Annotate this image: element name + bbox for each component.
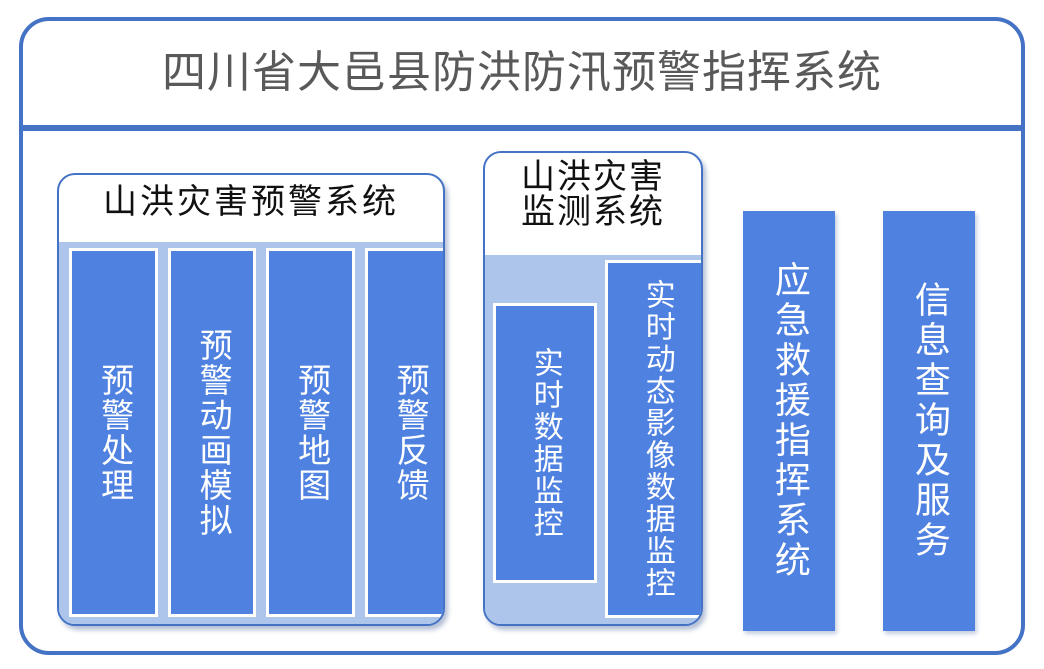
panel-warning-system-modules: 预警处理 预警动画模拟 预警地图 预警反馈 [59, 242, 443, 624]
title-divider [19, 125, 1025, 131]
module-warning-map[interactable]: 预警地图 [266, 248, 355, 617]
module-realtime-data-monitoring[interactable]: 实时数据监控 [493, 303, 597, 583]
title-bar: 四川省大邑县防洪防汛预警指挥系统 [23, 21, 1021, 125]
module-emergency-rescue-command-system[interactable]: 应急救援指挥系统 [743, 211, 835, 631]
module-warning-processing[interactable]: 预警处理 [69, 248, 158, 617]
panel-monitoring-system-title: 山洪灾害 监测系统 [521, 159, 665, 231]
module-information-query-and-service[interactable]: 信息查询及服务 [883, 211, 975, 631]
panel-monitoring-system[interactable]: 山洪灾害 监测系统 实时数据监控 实时动态影像数据监控 [483, 151, 703, 626]
module-realtime-dynamic-image-data-monitoring[interactable]: 实时动态影像数据监控 [605, 260, 701, 618]
page-title: 四川省大邑县防洪防汛预警指挥系统 [162, 47, 882, 98]
panel-warning-system-title: 山洪灾害预警系统 [103, 184, 399, 221]
module-warning-feedback[interactable]: 预警反馈 [364, 248, 443, 617]
panel-monitoring-system-modules: 实时数据监控 实时动态影像数据监控 [485, 255, 701, 624]
system-diagram-frame: 四川省大邑县防洪防汛预警指挥系统 山洪灾害预警系统 预警处理 预警动画模拟 预警… [19, 17, 1025, 655]
module-warning-animation-simulation[interactable]: 预警动画模拟 [167, 248, 256, 617]
panel-warning-system[interactable]: 山洪灾害预警系统 预警处理 预警动画模拟 预警地图 预警反馈 [57, 173, 445, 626]
